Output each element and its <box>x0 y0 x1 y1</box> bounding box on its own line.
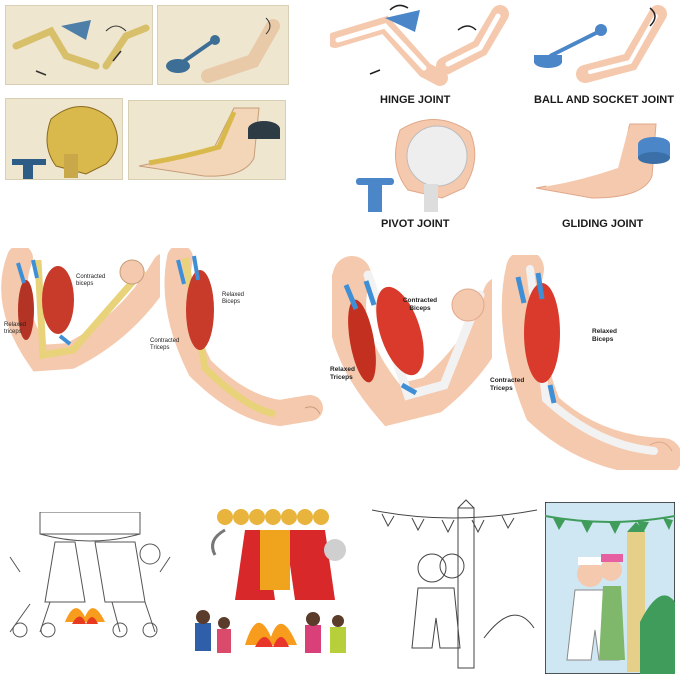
sketch-hinge-joint <box>5 5 153 85</box>
sketch-arm-contracted <box>0 248 160 376</box>
ball-socket-sketch-illustration <box>158 6 288 84</box>
vector-relaxed-triceps-label: Relaxed Triceps <box>330 366 355 381</box>
hinge-joint-illustration <box>330 4 509 86</box>
eid-color-illustration <box>545 502 675 674</box>
vector-ball-socket-joint <box>530 0 675 92</box>
sketch-ball-socket-joint <box>157 5 289 85</box>
vector-contracted-biceps-label: Contracted Biceps <box>402 297 438 312</box>
sketch-relaxed-biceps-label: Relaxed Biceps <box>222 292 245 305</box>
ravana-color <box>185 505 365 665</box>
sketch-arm-relaxed <box>150 248 325 428</box>
sketch-contracted-biceps-label: Contracted biceps <box>76 274 106 287</box>
ball-socket-joint-label: BALL AND SOCKET JOINT <box>534 94 674 106</box>
ball-socket-joint-illustration <box>534 5 667 83</box>
hinge-sketch-illustration <box>6 6 152 84</box>
pivot-joint-illustration <box>356 119 476 212</box>
eid-color <box>545 502 675 674</box>
pivot-joint-label: PIVOT JOINT <box>381 218 450 230</box>
vector-pivot-joint <box>352 112 482 216</box>
vector-arm-contracted <box>332 255 492 427</box>
eid-sketch <box>372 498 537 678</box>
hinge-joint-label: HINGE JOINT <box>380 94 451 106</box>
sketch-relaxed-triceps-label: Relaxed triceps <box>4 322 27 335</box>
ravana-sketch <box>0 512 176 662</box>
sketch-arm-contracted-illustration <box>1 248 160 372</box>
eid-sketch-illustration <box>372 498 537 678</box>
sketch-arm-relaxed-illustration <box>164 248 323 427</box>
gliding-joint-label: GLIDING JOINT <box>562 218 644 230</box>
ravana-sketch-illustration <box>0 512 176 662</box>
sketch-contracted-triceps-label: Contracted Triceps <box>150 338 180 351</box>
gliding-sketch-illustration <box>129 101 285 179</box>
gliding-joint-illustration <box>535 123 670 199</box>
vector-relaxed-biceps-label: Relaxed Biceps <box>592 328 617 343</box>
pivot-sketch-illustration <box>6 99 122 179</box>
vector-hinge-joint <box>330 0 515 92</box>
vector-arm-contracted-illustration <box>332 256 492 427</box>
vector-arm-relaxed <box>490 255 680 470</box>
vector-arm-relaxed-illustration <box>501 255 680 470</box>
sketch-pivot-joint <box>5 98 123 180</box>
sketch-gliding-joint <box>128 100 286 180</box>
ravana-color-illustration <box>185 505 365 665</box>
vector-contracted-triceps-label: Contracted Triceps <box>490 377 525 392</box>
vector-gliding-joint <box>530 120 675 212</box>
